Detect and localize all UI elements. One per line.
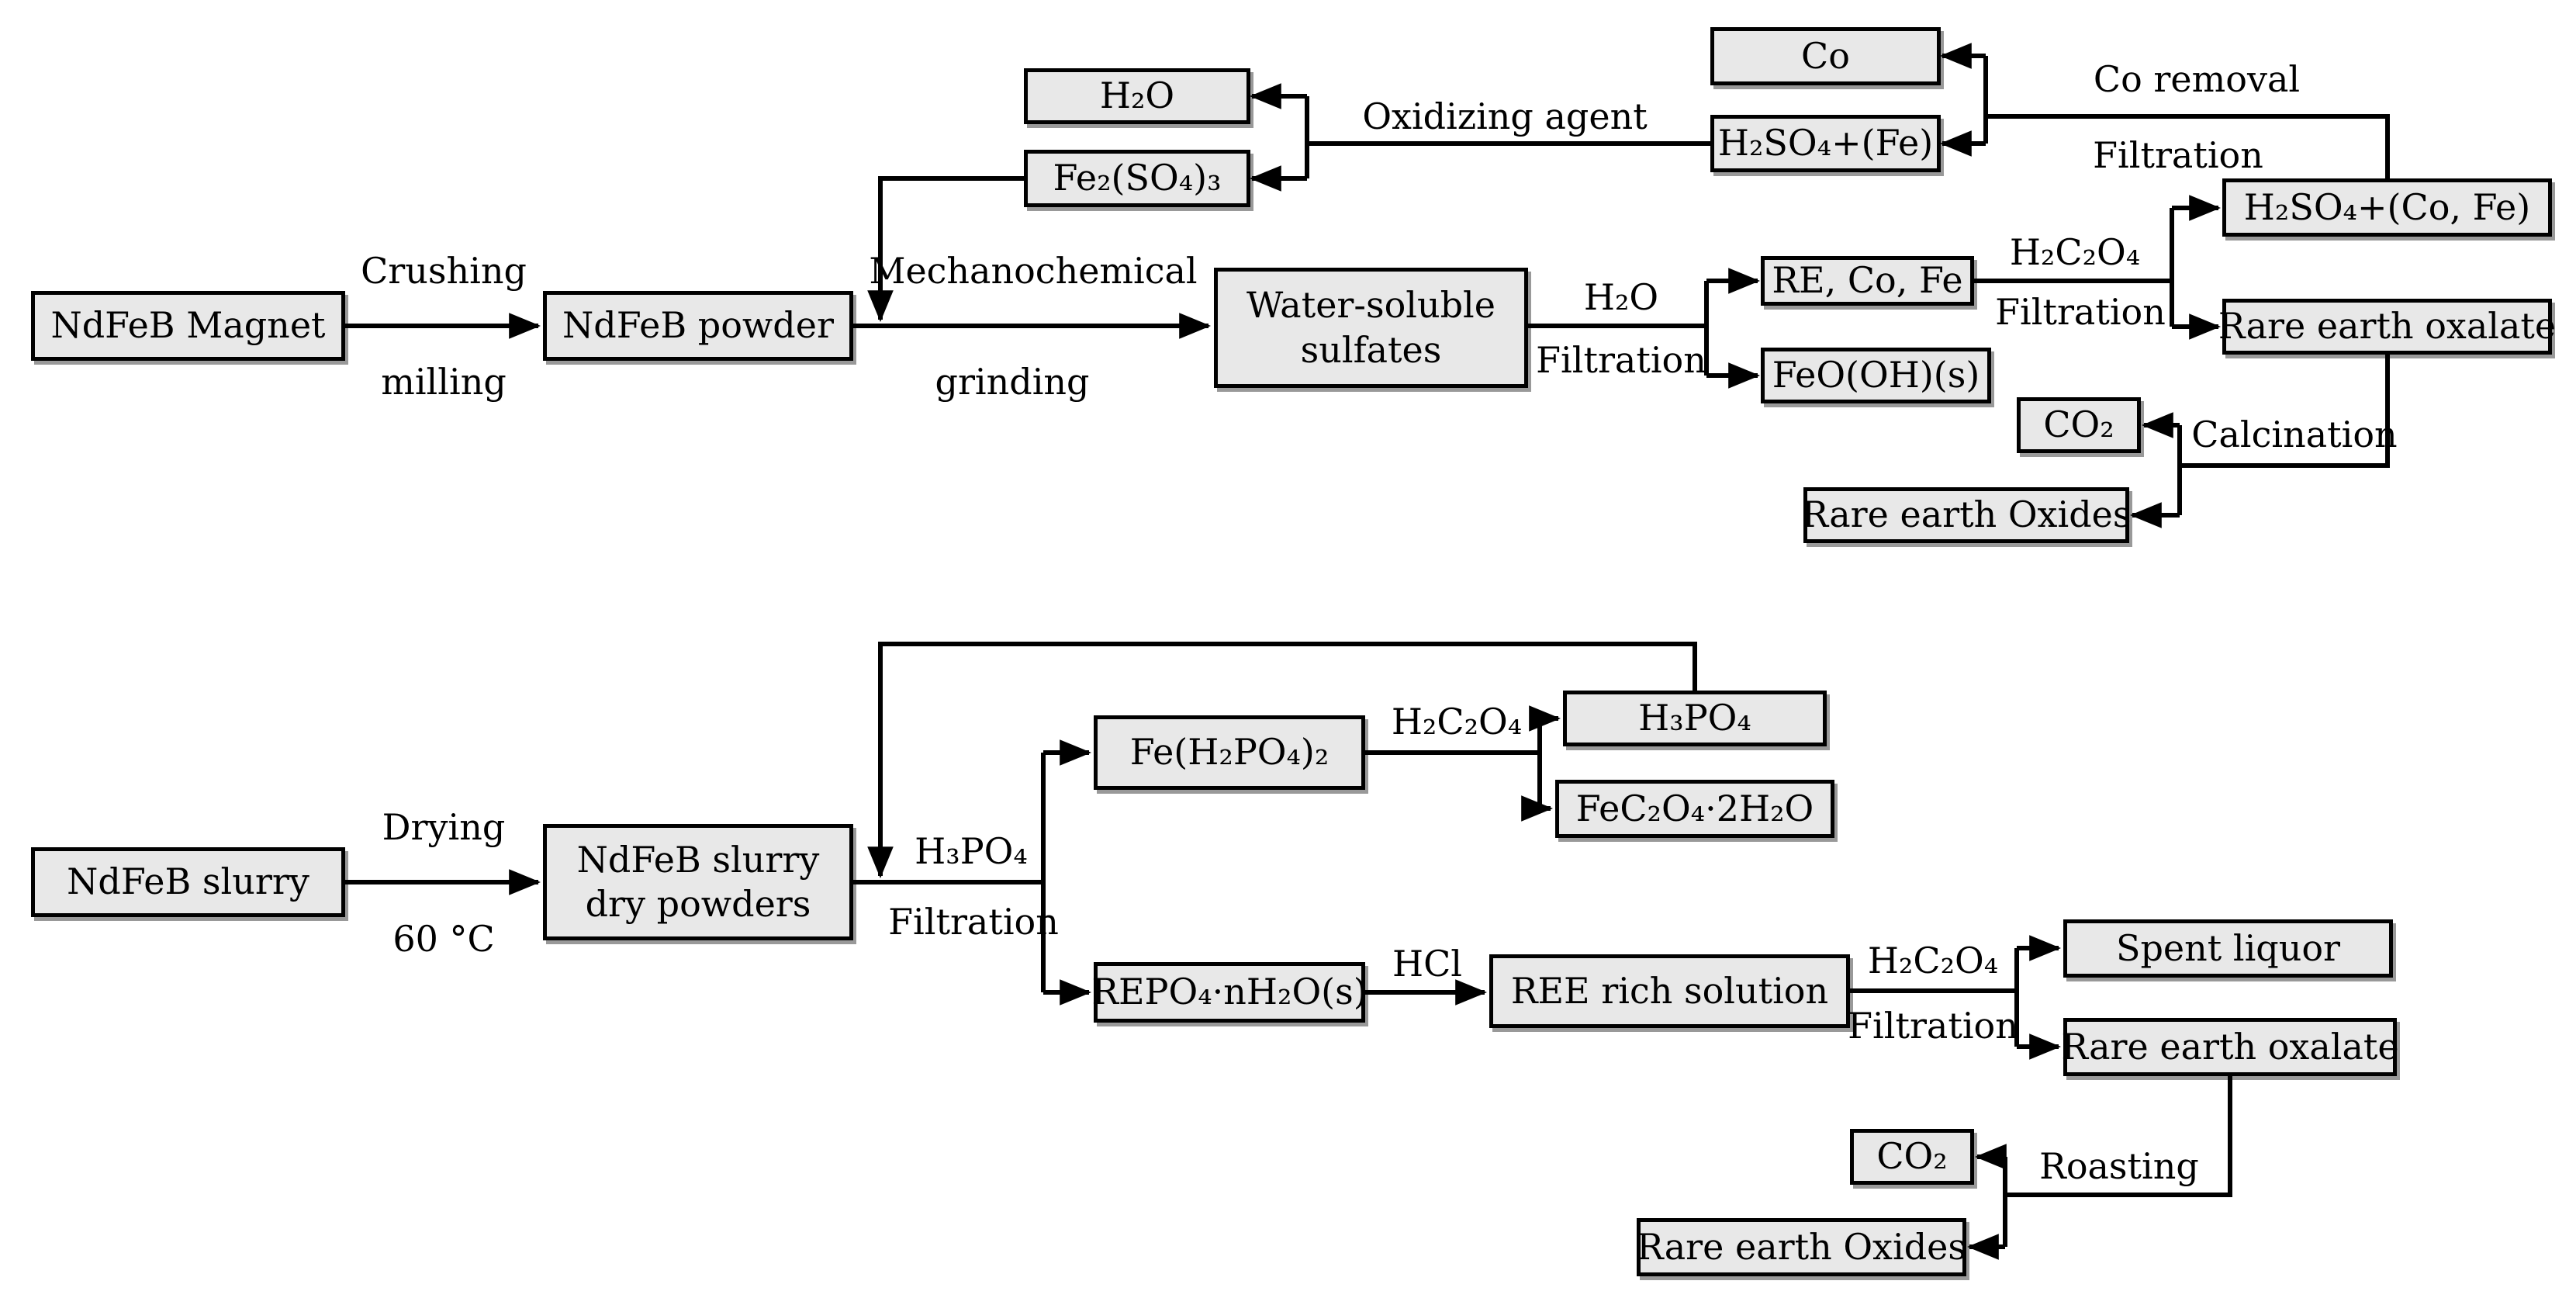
label-grinding: grinding <box>935 361 1090 403</box>
arrow-h3po4-recycle <box>867 642 1697 878</box>
label-h2c2o4-bottom: H₂C₂O₄ <box>1867 940 1999 981</box>
node-water-soluble-sulfates: Water-soluble sulfates <box>1214 268 1528 388</box>
node-re-co-fe: RE, Co, Fe <box>1761 256 1974 306</box>
label-roasting: Roasting <box>2039 1145 2199 1187</box>
node-h2so4-co-fe: H₂SO₄+(Co, Fe) <box>2222 178 2552 237</box>
label-wash-filtration: Filtration <box>1536 339 1706 381</box>
label-co-removal-filtration: Filtration <box>2093 134 2263 176</box>
node-ree-rich-solution: REE rich solution <box>1489 954 1850 1028</box>
label-filtration-bottom: Filtration <box>1848 1005 2018 1047</box>
label-co-removal: Co removal <box>2093 58 2301 100</box>
label-h2c2o4-iron: H₂C₂O₄ <box>1391 701 1523 743</box>
label-60c: 60 °C <box>392 918 495 960</box>
node-co2-top: CO₂ <box>2017 397 2141 453</box>
arrow-fe2so43-recycle <box>867 176 1024 322</box>
node-h2so4-fe: H₂SO₄+(Fe) <box>1710 115 1941 172</box>
node-h3po4: H₃PO₄ <box>1563 691 1827 746</box>
label-filtration-oxalate-top: Filtration <box>1995 291 2166 333</box>
connector-oxidizing-agent <box>1305 96 1710 178</box>
connector-oxalate-split <box>1974 208 2174 327</box>
label-crushing: Crushing <box>361 250 527 292</box>
node-co2-bottom: CO₂ <box>1850 1129 1974 1185</box>
connector-iron-oxalate-split <box>1365 718 1542 808</box>
node-fe2so43: Fe₂(SO₄)₃ <box>1024 150 1250 207</box>
node-rare-earth-oxides-top: Rare earth Oxides <box>1802 487 2131 543</box>
connector-calcination <box>2177 355 2390 515</box>
label-wash-h2o: H₂O <box>1583 276 1659 318</box>
node-spent-liquor: Spent liquor <box>2063 919 2393 978</box>
connector-ree-split <box>1850 948 2019 1047</box>
label-milling: milling <box>381 361 507 403</box>
node-h2o: H₂O <box>1024 68 1250 124</box>
node-rare-earth-oxides-bottom: Rare earth Oxides <box>1637 1218 1966 1276</box>
node-feooh: FeO(OH)(s) <box>1761 348 1991 403</box>
label-calcination: Calcination <box>2191 414 2398 455</box>
label-oxidizing-agent: Oxidizing agent <box>1362 95 1648 137</box>
label-filtration-h3po4: Filtration <box>888 901 1059 943</box>
node-ndfeb-slurry-dry-powders: NdFeB slurry dry powders <box>543 824 853 940</box>
label-h2c2o4-top: H₂C₂O₄ <box>2009 231 2141 273</box>
node-rare-earth-oxalate-top: Rare earth oxalate <box>2218 299 2556 355</box>
node-feh2po42: Fe(H₂PO₄)₂ <box>1094 715 1365 790</box>
connector-roasting <box>2003 1076 2232 1247</box>
node-repo4-nh2o: REPO₄·nH₂O(s) <box>1091 962 1368 1023</box>
node-ndfeb-powder: NdFeB powder <box>543 291 853 361</box>
label-h3po4-recycle: H₃PO₄ <box>915 830 1028 872</box>
node-rare-earth-oxalate-bottom: Rare earth oxalate <box>2061 1018 2399 1076</box>
label-mechanochemical: Mechanochemical <box>869 250 1198 292</box>
node-ndfeb-magnet: NdFeB Magnet <box>31 291 345 361</box>
node-co: Co <box>1710 27 1941 85</box>
node-ndfeb-slurry: NdFeB slurry <box>31 847 345 917</box>
label-hcl: HCl <box>1392 943 1463 985</box>
label-drying: Drying <box>382 806 506 848</box>
connector-h3po4-split <box>853 753 1046 992</box>
connector-water-filtration <box>1528 281 1709 376</box>
node-fec2o4-2h2o: FeC₂O₄·2H₂O <box>1555 780 1834 838</box>
connector-co-removal <box>1983 56 2390 178</box>
